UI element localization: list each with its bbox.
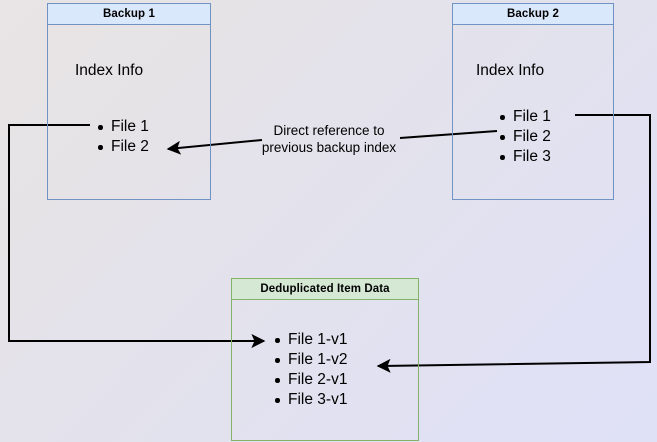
node-backup-1-caption: Index Info (75, 62, 144, 79)
node-backup-2-item-list: File 1 File 2 File 3 (497, 107, 551, 167)
list-item: File 2 (95, 137, 149, 157)
node-backup-2-body: Index Info File 1 File 2 File 3 (453, 25, 613, 198)
list-item: File 3 (497, 147, 551, 167)
node-deduplicated-item-data-list: File 1-v1 File 1-v2 File 2-v1 File 3-v1 (272, 330, 347, 410)
list-item: File 2-v1 (272, 370, 347, 390)
list-item: File 1 (95, 117, 149, 137)
list-item: File 1-v2 (272, 350, 347, 370)
edge-label-line-1: Direct reference to (273, 123, 385, 138)
node-backup-1-item-list: File 1 File 2 (95, 117, 149, 157)
edge-label-line-2: previous backup index (261, 140, 397, 155)
node-deduplicated-item-data-body: File 1-v1 File 1-v2 File 2-v1 File 3-v1 (232, 300, 418, 439)
node-deduplicated-item-data-header: Deduplicated Item Data (232, 279, 418, 300)
node-backup-1[interactable]: Backup 1 Index Info File 1 File 2 (47, 3, 211, 200)
list-item: File 2 (497, 127, 551, 147)
list-item: File 1-v1 (272, 330, 347, 350)
list-item: File 1 (497, 107, 551, 127)
node-backup-2[interactable]: Backup 2 Index Info File 1 File 2 File 3 (452, 3, 614, 200)
node-backup-1-header: Backup 1 (48, 4, 210, 25)
node-backup-2-caption: Index Info (476, 62, 545, 79)
node-backup-1-body: Index Info File 1 File 2 (48, 25, 210, 198)
node-backup-2-header: Backup 2 (453, 4, 613, 25)
node-deduplicated-item-data[interactable]: Deduplicated Item Data File 1-v1 File 1-… (231, 278, 419, 441)
edge-label-direct-reference: Direct reference to previous backup inde… (246, 122, 412, 156)
list-item: File 3-v1 (272, 390, 347, 410)
